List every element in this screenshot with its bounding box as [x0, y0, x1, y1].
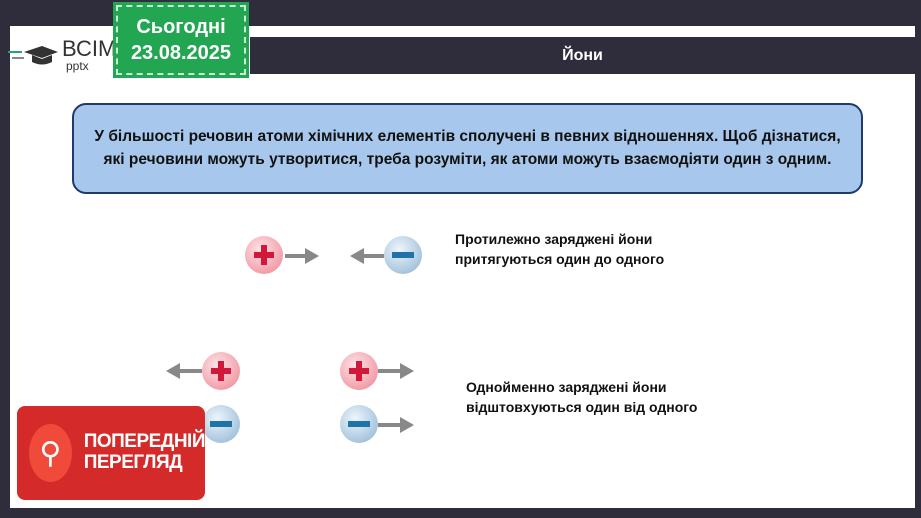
- negative-ion-icon: [202, 405, 240, 443]
- preview-label-1: ПОПЕРЕДНІЙ: [83, 431, 206, 453]
- positive-ion-icon: [245, 236, 283, 274]
- magnifier-icon: ⚲: [29, 424, 72, 482]
- arrow-right-icon: [378, 417, 414, 433]
- negative-ion-icon: [384, 236, 422, 274]
- logo-subtext: pptx: [66, 59, 89, 73]
- graduation-cap-icon: [8, 46, 58, 65]
- negative-ion-icon: [340, 405, 378, 443]
- slide-title: Йони: [562, 46, 603, 64]
- info-text: У більшості речовин атоми хімічних елеме…: [94, 128, 841, 168]
- date-badge: Сьогодні 23.08.2025: [113, 2, 249, 78]
- date-label: Сьогодні: [136, 16, 226, 38]
- preview-label-2: ПЕРЕГЛЯД: [83, 452, 183, 473]
- arrow-left-icon: [166, 363, 202, 379]
- info-box: У більшості речовин атоми хімічних елеме…: [72, 103, 863, 194]
- arrow-left-icon: [350, 248, 384, 264]
- slide-title-bar: Йони: [250, 37, 915, 74]
- positive-ion-icon: [202, 352, 240, 390]
- positive-ion-icon: [340, 352, 378, 390]
- logo-text: ВСІМ: [62, 36, 117, 61]
- arrow-right-icon: [285, 248, 319, 264]
- arrow-right-icon: [378, 363, 414, 379]
- date-value: 23.08.2025: [130, 42, 232, 64]
